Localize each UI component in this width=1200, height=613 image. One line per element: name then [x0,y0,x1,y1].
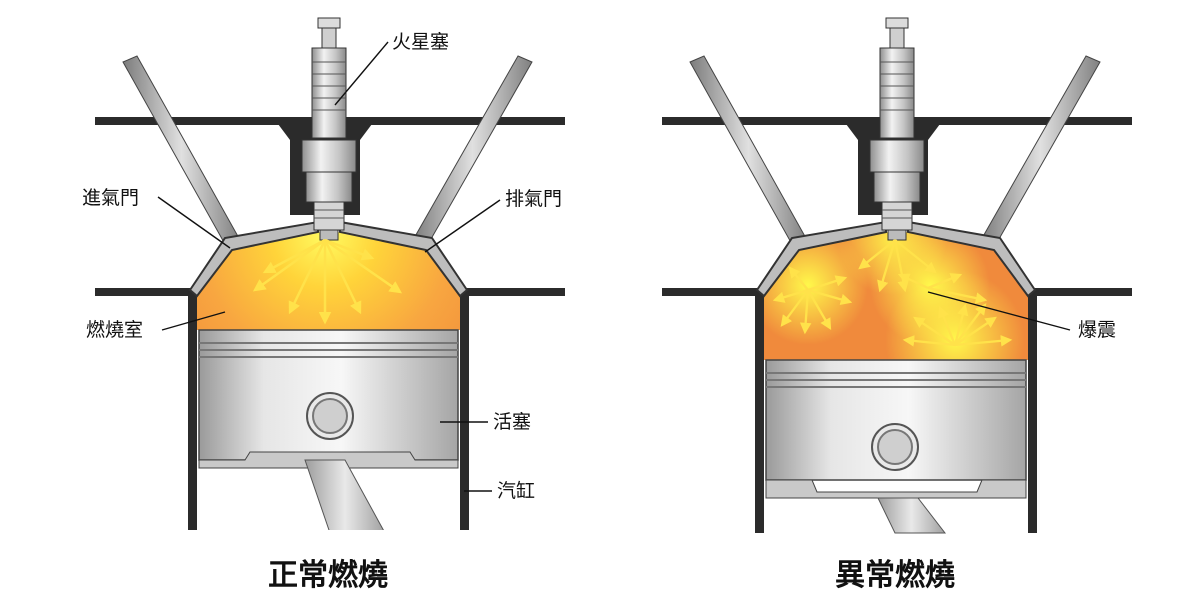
intake-valve-graphic [689,55,808,247]
spark-plug-leader [334,41,389,106]
right-caption: 異常燃燒 [835,558,955,593]
left-caption: 正常燃燒 [268,558,388,593]
cylinder-wall-right [1028,290,1037,533]
piston-graphic [198,329,459,469]
combustion-chamber-leader [161,311,226,331]
cylinder-deck-line-right [1028,288,1132,296]
spark-plug-graphic [301,17,357,241]
exhaust-valve-leader [424,199,501,253]
chamber-roof-left [755,220,887,298]
cylinder-wall-left [755,290,764,533]
flame-arrows-knock [772,239,1013,347]
right-labels: 爆震 異常燃燒 [835,291,1116,593]
exhaust-valve-graphic [412,55,533,247]
piston-label: 活塞 [493,411,531,433]
chamber-roof-right [907,220,1037,298]
intake-valve-graphic [122,55,241,247]
cylinder-deck-line-right [460,288,565,296]
cylinder-wall-right [460,290,469,533]
cylinder-deck-line-left [95,288,195,296]
right-engine [662,17,1132,534]
cylinder-wall-left [188,290,197,533]
intake-valve-label: 進氣門 [82,187,139,209]
knock-leader [927,291,1071,331]
exhaust-valve-label: 排氣門 [505,188,562,210]
knock-label: 爆震 [1078,319,1116,341]
flame-arrows-normal [252,238,403,325]
exhaust-valve-graphic [980,55,1101,247]
cylinder-label: 汽缸 [497,480,535,502]
connecting-rod-graphic [877,497,947,534]
intake-valve-leader [157,196,231,249]
cylinder-deck-line-left [662,288,762,296]
left-engine [95,17,565,534]
spark-plug-graphic [869,17,925,241]
left-labels: 火星塞 進氣門 排氣門 燃燒室 活塞 汽缸 正常燃燒 [82,31,562,593]
piston-graphic [765,359,1027,499]
chamber-roof-left [188,220,319,298]
combustion-chamber-fill [197,232,460,330]
chamber-roof-right [339,220,469,298]
combustion-chamber-label: 燃燒室 [86,319,143,341]
connecting-rod-graphic [304,459,386,534]
spark-plug-label: 火星塞 [392,31,449,53]
